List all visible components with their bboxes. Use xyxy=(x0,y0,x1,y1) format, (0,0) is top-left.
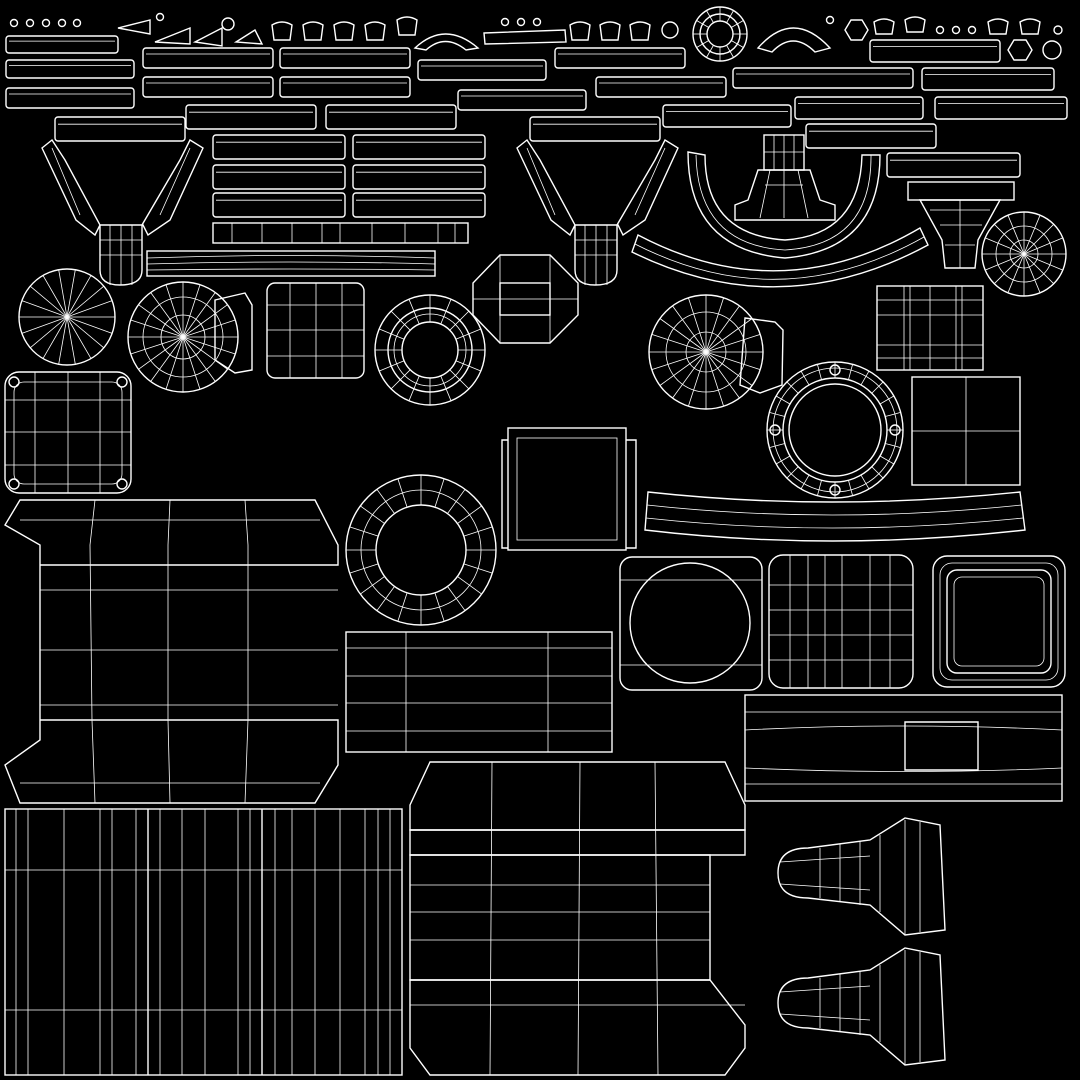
nozzle-island-top xyxy=(777,817,946,936)
fan-row-mid xyxy=(569,21,651,41)
bar-island xyxy=(325,104,457,130)
ring-segments xyxy=(346,475,496,625)
flat-grid-panel xyxy=(345,631,613,753)
bar-island xyxy=(212,134,346,160)
hex-island xyxy=(844,19,869,41)
hex-island xyxy=(1007,39,1033,61)
bar-island xyxy=(886,152,1021,178)
long-tube-strip xyxy=(146,250,436,277)
bent-strip-island xyxy=(483,29,567,45)
bar-island xyxy=(921,67,1055,91)
bar-island xyxy=(529,116,661,142)
dot-row-mid xyxy=(500,17,542,27)
bar-island xyxy=(212,164,346,190)
quad-square-right xyxy=(911,376,1021,486)
dot-row-left xyxy=(9,18,82,28)
rounded-frame-square xyxy=(932,555,1066,688)
bar-island xyxy=(934,96,1068,120)
round-in-square xyxy=(619,556,763,691)
y-shape-island-right xyxy=(516,138,679,286)
octagon-island-a xyxy=(472,254,579,344)
bar-island xyxy=(5,59,135,79)
grid-block-a xyxy=(876,285,984,371)
tube-panel-right xyxy=(744,694,1063,802)
radial-spokes xyxy=(649,295,763,409)
top-small-islands xyxy=(9,6,1063,62)
y-shape-island-left xyxy=(41,138,204,286)
striped-panel-bottom-left xyxy=(4,808,403,1076)
horseshoe-island xyxy=(687,151,881,259)
bar-island xyxy=(662,104,792,128)
bar-island xyxy=(457,89,587,111)
square-frame-center xyxy=(501,427,637,551)
arc-strip-island xyxy=(631,227,929,288)
arc-fan-island xyxy=(756,27,832,53)
bar-island xyxy=(869,39,1001,63)
fan-row xyxy=(271,16,418,41)
panel-stripes xyxy=(15,809,391,1075)
ring-segments xyxy=(767,362,903,498)
radial-spokes xyxy=(128,282,238,392)
bar-island xyxy=(554,47,686,69)
radial-spokes xyxy=(19,269,115,365)
bar-island xyxy=(54,116,186,142)
bar-island xyxy=(732,67,914,89)
bar-island xyxy=(595,76,727,98)
bar-island xyxy=(352,164,486,190)
bar-island xyxy=(805,123,937,149)
bracket-cylinder-bottom xyxy=(409,761,746,1076)
tri-island xyxy=(192,26,223,47)
rounded-grid-square xyxy=(768,554,914,689)
tri-island xyxy=(154,26,191,45)
bar-island xyxy=(794,96,924,120)
arc-fan-island xyxy=(413,33,480,51)
bar-island xyxy=(212,192,346,218)
nozzle-island-bottom xyxy=(777,947,946,1066)
dot-row-right xyxy=(935,25,1063,35)
bar-island xyxy=(185,104,317,130)
rounded-square-grid-left xyxy=(4,371,132,494)
bar-island xyxy=(5,87,135,109)
bar-island xyxy=(352,192,486,218)
funnel-island-right xyxy=(907,181,1015,269)
segmented-strip-island xyxy=(212,222,469,244)
tri-island xyxy=(233,28,264,45)
ring-segments xyxy=(375,295,485,405)
bar-island xyxy=(417,59,547,81)
long-curved-strip xyxy=(644,491,1026,542)
funnel-island-center xyxy=(734,134,836,221)
bar-island xyxy=(5,35,119,54)
fan-row-right xyxy=(873,16,1041,35)
bar-island xyxy=(142,47,274,69)
radial-spokes xyxy=(982,212,1066,296)
bar-island xyxy=(279,76,411,98)
ring-segments xyxy=(693,7,747,61)
bar-island xyxy=(279,47,411,69)
bar-island xyxy=(142,76,274,98)
bar-island xyxy=(352,134,486,160)
bracket-cylinder-left xyxy=(4,499,339,804)
tri-island xyxy=(117,19,151,35)
bar-islands xyxy=(5,35,1068,244)
square-grid-a xyxy=(266,282,365,379)
